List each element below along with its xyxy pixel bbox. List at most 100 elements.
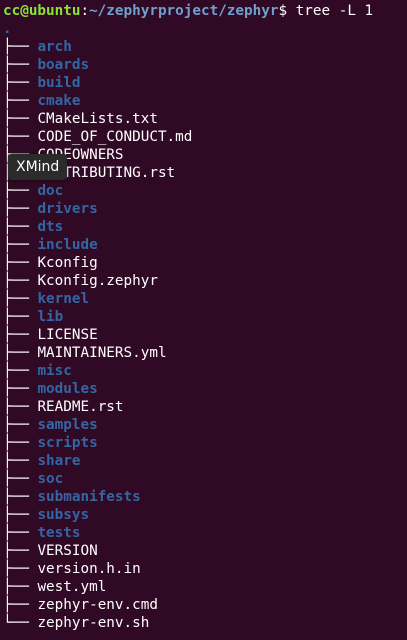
tree-entry: ├── CODE_OF_CONDUCT.md <box>3 128 407 146</box>
tree-entry: ├── kernel <box>3 290 407 308</box>
tree-branch: ├── <box>3 39 38 55</box>
tree-entry: ├── MAINTAINERS.yml <box>3 344 407 362</box>
tree-branch: └── <box>3 615 38 631</box>
directory-name: doc <box>37 183 64 199</box>
directory-name: subsys <box>37 507 90 523</box>
file-name: zephyr-env.sh <box>37 615 150 631</box>
tree-branch: ├── <box>3 543 38 559</box>
tree-branch: ├── <box>3 309 38 325</box>
tree-branch: ├── <box>3 453 38 469</box>
tree-entry: ├── arch <box>3 38 407 56</box>
tree-entry: ├── include <box>3 236 407 254</box>
file-name: CMakeLists.txt <box>37 111 158 127</box>
directory-name: misc <box>37 363 72 379</box>
tree-branch: ├── <box>3 75 38 91</box>
tree-branch: ├── <box>3 471 38 487</box>
tree-entry: ├── build <box>3 74 407 92</box>
directory-name: tests <box>37 525 81 541</box>
file-name: Kconfig <box>37 255 98 271</box>
tree-root-label: . <box>3 21 12 37</box>
tree-entry: ├── drivers <box>3 200 407 218</box>
tree-entry: ├── subsys <box>3 506 407 524</box>
tree-entry: ├── misc <box>3 362 407 380</box>
directory-name: cmake <box>37 93 81 109</box>
tree-entry: ├── boards <box>3 56 407 74</box>
tree-entry: ├── west.yml <box>3 578 407 596</box>
tree-entry: ├── Kconfig.zephyr <box>3 272 407 290</box>
xmind-tooltip: XMind <box>8 154 68 180</box>
tree-branch: ├── <box>3 237 38 253</box>
tree-branch: ├── <box>3 57 38 73</box>
directory-name: submanifests <box>37 489 141 505</box>
tree-branch: ├── <box>3 381 38 397</box>
file-name: zephyr-env.cmd <box>37 597 158 613</box>
tree-entry: └── zephyr-env.sh <box>3 614 407 632</box>
tree-branch: ├── <box>3 201 38 217</box>
directory-name: arch <box>37 39 72 55</box>
file-name: LICENSE <box>37 327 98 343</box>
file-name: VERSION <box>37 543 98 559</box>
file-name: MAINTAINERS.yml <box>37 345 167 361</box>
file-name: CONTRIBUTING.rst <box>37 165 176 181</box>
tree-branch: ├── <box>3 255 38 271</box>
tree-branch: ├── <box>3 489 38 505</box>
tree-entry: ├── soc <box>3 470 407 488</box>
tree-entry: ├── tests <box>3 524 407 542</box>
tree-branch: ├── <box>3 183 38 199</box>
tree-branch: ├── <box>3 327 38 343</box>
tree-branch: ├── <box>3 273 38 289</box>
directory-name: scripts <box>37 435 98 451</box>
file-name: CODE_OF_CONDUCT.md <box>37 129 193 145</box>
tree-branch: ├── <box>3 561 38 577</box>
tree-branch: ├── <box>3 219 38 235</box>
tree-branch: ├── <box>3 579 38 595</box>
tree-entry: ├── doc <box>3 182 407 200</box>
directory-name: kernel <box>37 291 90 307</box>
tree-entry: ├── samples <box>3 416 407 434</box>
file-name: west.yml <box>37 579 107 595</box>
tree-entry: ├── CMakeLists.txt <box>3 110 407 128</box>
tree-entry: ├── cmake <box>3 92 407 110</box>
tree-entry: ├── scripts <box>3 434 407 452</box>
directory-name: samples <box>37 417 98 433</box>
prompt-path: ~/zephyrproject/zephyr <box>89 3 279 19</box>
tree-entry: ├── modules <box>3 380 407 398</box>
tree-entry: ├── dts <box>3 218 407 236</box>
tree-branch: ├── <box>3 93 38 109</box>
directory-name: boards <box>37 57 90 73</box>
tree-entry: ├── Kconfig <box>3 254 407 272</box>
directory-name: share <box>37 453 81 469</box>
tree-branch: ├── <box>3 111 38 127</box>
directory-name: include <box>37 237 98 253</box>
tree-branch: ├── <box>3 345 38 361</box>
tree-branch: ├── <box>3 507 38 523</box>
prompt-line: cc@ubuntu:~/zephyrproject/zephyr$ tree -… <box>3 2 407 20</box>
tree-branch: ├── <box>3 525 38 541</box>
tree-branch: ├── <box>3 435 38 451</box>
directory-name: modules <box>37 381 98 397</box>
tree-branch: ├── <box>3 399 38 415</box>
directory-name: soc <box>37 471 64 487</box>
file-name: Kconfig.zephyr <box>37 273 158 289</box>
command-text: tree -L 1 <box>287 3 374 19</box>
directory-name: drivers <box>37 201 98 217</box>
tree-branch: ├── <box>3 597 38 613</box>
tree-entry: ├── zephyr-env.cmd <box>3 596 407 614</box>
tree-root: . <box>3 20 407 38</box>
file-name: version.h.in <box>37 561 141 577</box>
tree-branch: ├── <box>3 363 38 379</box>
directory-name: dts <box>37 219 64 235</box>
directory-name: build <box>37 75 81 91</box>
tree-branch: ├── <box>3 129 38 145</box>
tree-entry: ├── README.rst <box>3 398 407 416</box>
directory-name: lib <box>37 309 64 325</box>
tree-list: ├── arch├── boards├── build├── cmake├── … <box>3 38 407 632</box>
file-name: README.rst <box>37 399 124 415</box>
prompt-dollar: $ <box>278 3 288 19</box>
tree-entry: ├── submanifests <box>3 488 407 506</box>
tree-branch: ├── <box>3 417 38 433</box>
tree-entry: ├── share <box>3 452 407 470</box>
prompt-separator: : <box>80 3 90 19</box>
prompt-user-host: cc@ubuntu <box>3 3 81 19</box>
